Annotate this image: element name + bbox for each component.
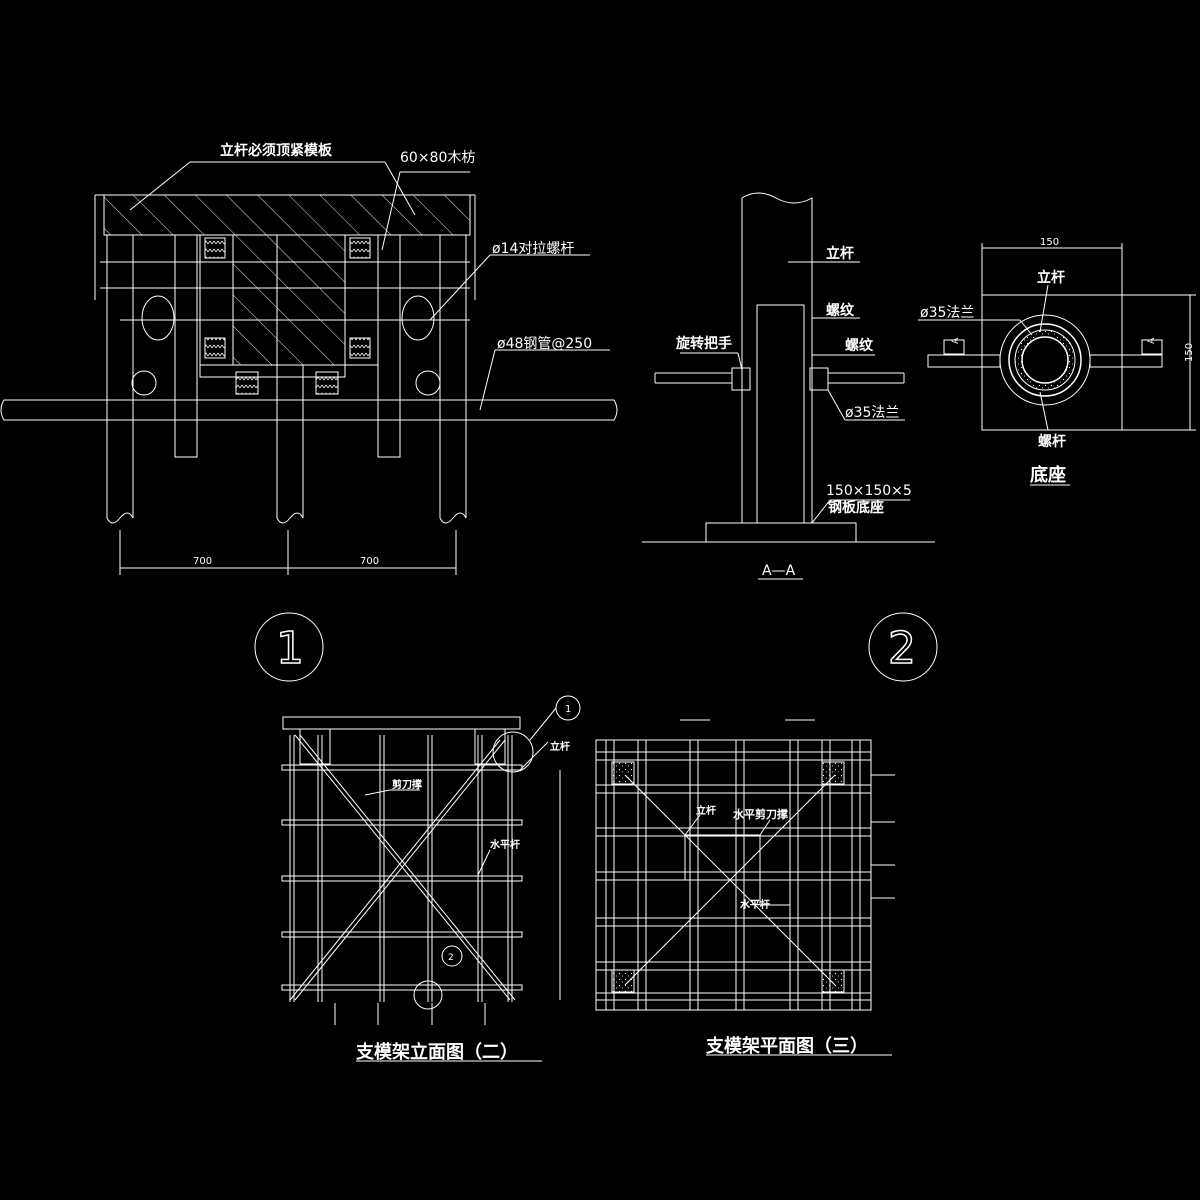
elevation-label-pole: 立杆	[550, 740, 570, 753]
section-title-aa: A—A	[762, 563, 796, 579]
elevation-label-brace: 剪刀撑	[392, 778, 422, 791]
elevation-ref-1: 1	[565, 704, 571, 715]
base-dim-width: 150	[1040, 237, 1059, 248]
plan-label-pole: 立杆	[696, 804, 716, 817]
base-label-flange: ø35法兰	[920, 305, 974, 321]
plan-label-horizontal-brace: 水平剪刀撑	[733, 807, 788, 821]
label-pole: 立杆	[826, 245, 854, 262]
vertical-waler-right	[377, 234, 401, 458]
label-thread-upper: 螺纹	[826, 302, 855, 319]
plan-label-horizontal: 水平杆	[739, 898, 770, 911]
screw-jack	[756, 304, 805, 524]
detail-marker-1: 1	[276, 623, 304, 674]
formwork-plan: 立杆 水平剪刀撑 水平杆 支模架平面图（三）	[595, 719, 895, 1057]
formwork-elevation: 2 1 立杆 剪刀撑 水平杆 支模架立面图（二）	[281, 695, 581, 1063]
support-poles	[106, 235, 467, 524]
label-thread-lower: 螺纹	[845, 337, 874, 354]
label-steel-pipe: ø48钢管@250	[497, 336, 592, 352]
handle-nut	[731, 367, 751, 391]
base-label-bolt: 螺杆	[1038, 433, 1066, 450]
slab-hatch	[104, 195, 470, 235]
beam-bottom-form	[199, 364, 346, 378]
pole-outer-circle	[1008, 323, 1082, 397]
plan-outline	[595, 739, 872, 1011]
elevation-title: 支模架立面图（二）	[355, 1041, 518, 1063]
label-rotating-handle: 旋转把手	[675, 335, 732, 352]
detail-marker-2: 2	[888, 623, 916, 674]
section-mark-a-right: A	[1147, 337, 1157, 344]
base-title: 底座	[1030, 464, 1066, 486]
elevation-scissor-braces	[289, 734, 516, 1001]
flange-nut	[809, 367, 829, 391]
base-label-pole: 立杆	[1037, 269, 1065, 286]
base-plan-view: A A 150 150 立杆 ø35法兰 螺杆 底座	[918, 237, 1196, 486]
elevation-ref-2: 2	[448, 953, 454, 963]
dimension-line	[119, 530, 457, 575]
detail-marker-2-circle	[868, 612, 938, 682]
section-mark-a-left: A	[951, 337, 961, 344]
detail-marker-1-circle	[254, 612, 324, 682]
label-flange: ø35法兰	[845, 405, 899, 421]
detail-1-section: 700 700 立杆必须顶紧模板 60×80木枋 ø14对拉螺杆 ø48钢管@2…	[0, 142, 618, 682]
plan-column-pads	[611, 761, 845, 993]
elevation-poles	[289, 735, 513, 1002]
label-steel-plate: 钢板底座	[828, 499, 884, 516]
label-tie-bolt: ø14对拉螺杆	[492, 241, 574, 257]
detail-2-adjustable-base: 立杆 螺纹 螺纹 旋转把手 ø35法兰 150×150×5 钢板底座 A—A 2	[642, 192, 938, 682]
pole-inner-circle	[1021, 336, 1069, 384]
pole-tube	[741, 192, 813, 523]
beam-hatch	[233, 235, 345, 365]
dim-700-right: 700	[360, 556, 379, 567]
elevation-label-horizontal: 水平杆	[489, 838, 520, 851]
base-dim-height: 150	[1184, 343, 1195, 362]
label-pole-against-form: 立杆必须顶紧模板	[220, 142, 333, 159]
label-timber-60x80: 60×80木枋	[400, 150, 475, 166]
plan-title: 支模架平面图（三）	[705, 1035, 868, 1057]
vertical-waler-left	[174, 234, 198, 458]
base-plate-outline	[981, 294, 1123, 431]
label-plate-size: 150×150×5	[826, 483, 912, 499]
dim-700-left: 700	[193, 556, 212, 567]
steel-base-plate	[705, 522, 857, 543]
elevation-slab	[282, 716, 521, 730]
horizontal-steel-pipe	[0, 399, 618, 421]
